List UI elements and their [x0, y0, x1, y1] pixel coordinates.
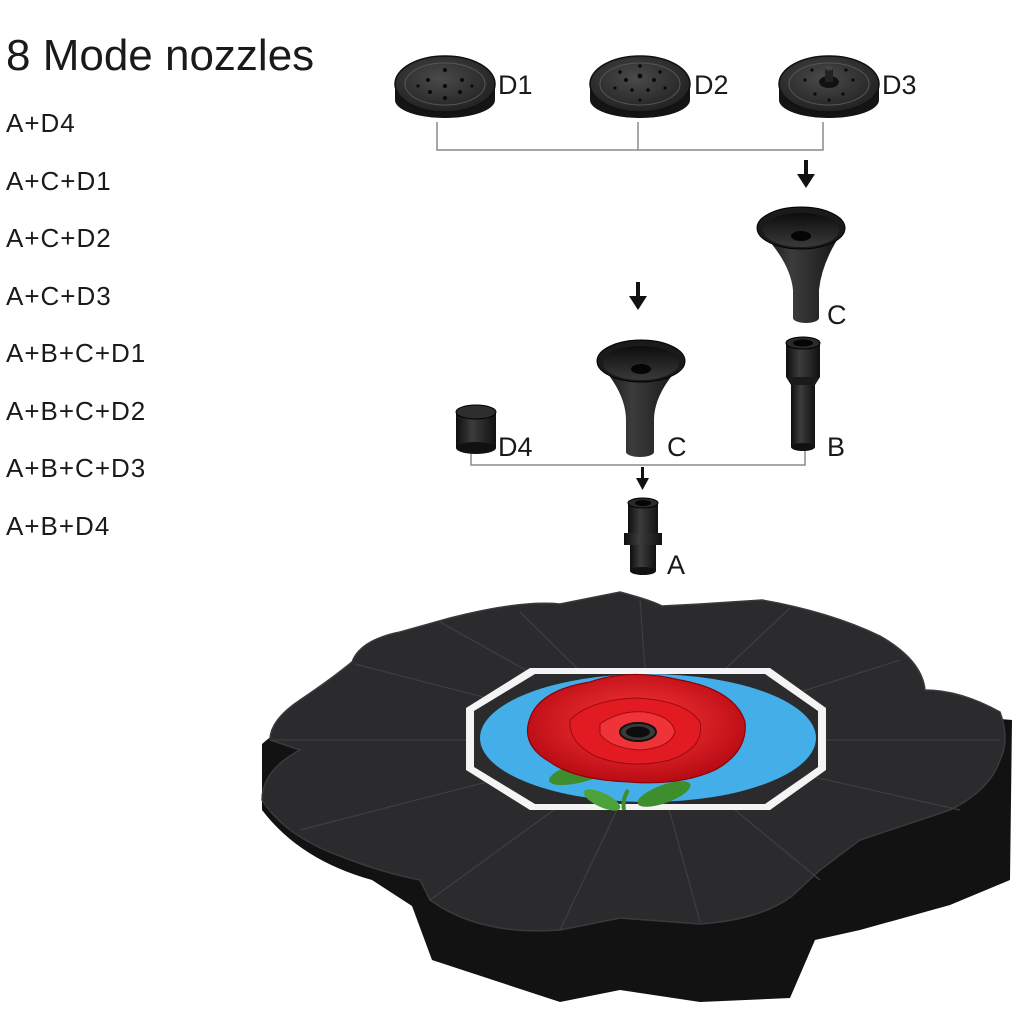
funnel-c-upper	[756, 206, 846, 323]
mode-item: A+B+C+D2	[6, 395, 147, 426]
arrow-icon	[629, 282, 647, 310]
connector-lines	[436, 122, 824, 466]
mode-item: A+C+D3	[6, 280, 112, 311]
page-title: 8 Mode nozzles	[6, 31, 315, 80]
mode-item: A+D4	[6, 108, 76, 138]
label-c-upper: C	[827, 300, 847, 330]
label-b: B	[827, 432, 846, 462]
arrow-icon	[636, 467, 649, 490]
arrow-icon	[797, 160, 815, 188]
mode-item: A+B+C+D1	[6, 338, 147, 368]
funnel-c-lower	[596, 339, 686, 457]
adapter-a	[624, 497, 662, 575]
nozzle-d3	[778, 55, 880, 118]
mode-list: A+D4 A+C+D1 A+C+D2 A+C+D3 A+B+C+D1 A+B+C…	[6, 106, 146, 566]
cap-d4	[455, 404, 497, 454]
label-d4: D4	[498, 432, 533, 462]
nozzle-d1	[394, 55, 496, 118]
mode-item: A+B+C+D3	[6, 453, 147, 483]
solar-fountain-panel	[261, 591, 1012, 1002]
mode-item: A+C+D2	[6, 223, 112, 253]
label-d1: D1	[498, 70, 533, 100]
tube-b	[785, 336, 821, 451]
label-d3: D3	[882, 70, 917, 100]
label-c-lower: C	[667, 432, 687, 462]
mode-item: A+C+D1	[6, 165, 112, 196]
label-a: A	[667, 550, 686, 580]
rose-graphic	[526, 673, 746, 811]
nozzle-d2	[589, 55, 691, 118]
label-d2: D2	[694, 70, 729, 100]
mode-item: A+B+D4	[6, 510, 111, 541]
